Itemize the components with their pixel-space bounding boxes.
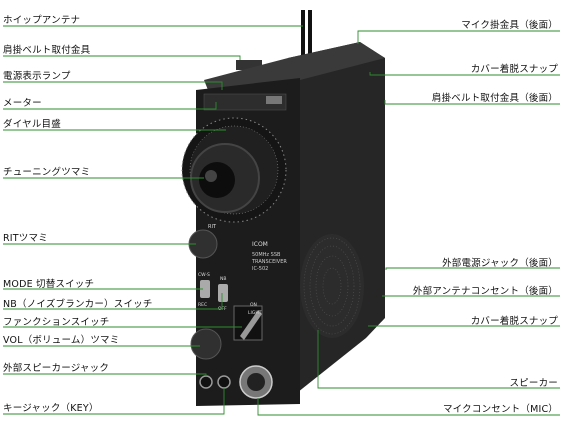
label-ext-speaker-jack: 外部スピーカージャック xyxy=(3,363,110,374)
label-belt-bracket-rear: 肩掛ベルト取付金具（後面） xyxy=(431,93,558,104)
power-indicator-lamp xyxy=(266,96,282,104)
leader-line-left xyxy=(3,81,223,90)
device-model-line2: TRANSCEIVER xyxy=(251,259,287,265)
rec-text: REC xyxy=(198,302,207,308)
label-mic-connector: マイクコンセント（MIC） xyxy=(442,404,558,415)
nb-switch[interactable] xyxy=(218,284,228,302)
label-speaker: スピーカー xyxy=(509,378,558,389)
label-key-jack: キージャック（KEY） xyxy=(3,403,99,414)
device-brand: ICOM xyxy=(252,241,268,248)
mode-switch[interactable] xyxy=(200,280,210,298)
device-model-line1: 50MHz SSB xyxy=(252,252,281,258)
leader-line-right xyxy=(384,100,560,105)
label-belt-bracket: 肩掛ベルト取付金具 xyxy=(3,45,91,56)
meter xyxy=(203,93,287,111)
label-nb-switch: NB（ノイズブランカー）スイッチ xyxy=(3,299,153,310)
leader-line-left xyxy=(3,55,241,60)
label-meter: メーター xyxy=(3,98,42,109)
off-text: OFF xyxy=(218,306,227,312)
mode-text: CW-S xyxy=(198,272,210,278)
leader-line-left xyxy=(3,293,223,310)
leader-line-right xyxy=(385,267,560,270)
leader-line-right xyxy=(317,330,560,389)
leader-line-right xyxy=(369,72,560,76)
ext-speaker-jack[interactable] xyxy=(199,375,213,389)
rit-text: RIT xyxy=(208,224,217,230)
vol-knob[interactable] xyxy=(190,328,222,360)
label-function-switch: ファンクションスイッチ xyxy=(3,317,110,328)
label-rit-knob: RITツマミ xyxy=(3,233,48,244)
light-text: LIGHT xyxy=(248,310,262,316)
side-body xyxy=(288,42,385,400)
label-ext-antenna: 外部アンテナコンセント（後面） xyxy=(412,286,558,297)
label-ext-power-jack: 外部電源ジャック（後面） xyxy=(442,258,558,269)
on-text: ON xyxy=(250,302,257,308)
label-whip-antenna: ホイップアンテナ xyxy=(3,15,81,26)
label-power-lamp: 電源表示ランプ xyxy=(3,71,71,82)
leader-line-left xyxy=(3,102,217,110)
key-jack[interactable] xyxy=(217,375,231,389)
leader-line-right xyxy=(357,30,560,44)
speaker-grille xyxy=(300,234,364,338)
label-vol-knob: VOL（ボリューム）ツマミ xyxy=(3,335,120,346)
leader-line-left xyxy=(3,388,225,415)
label-tuning-knob: チューニングツマミ xyxy=(3,167,91,178)
label-mode-switch: MODE 切替スイッチ xyxy=(3,279,95,290)
shoulder-belt-bracket xyxy=(236,60,262,70)
label-dial-scale: ダイヤル目盛 xyxy=(3,119,61,130)
device-model-line3: IC-502 xyxy=(252,266,268,272)
leader-line-right xyxy=(257,398,560,416)
label-cover-snap-top: カバー着脱スナップ xyxy=(470,64,558,75)
label-mic-hanger: マイク掛金具（後面） xyxy=(461,20,558,31)
leader-line-left xyxy=(3,373,207,376)
nb-text: NB xyxy=(220,276,226,282)
label-cover-snap-bottom: カバー着脱スナップ xyxy=(470,316,558,327)
